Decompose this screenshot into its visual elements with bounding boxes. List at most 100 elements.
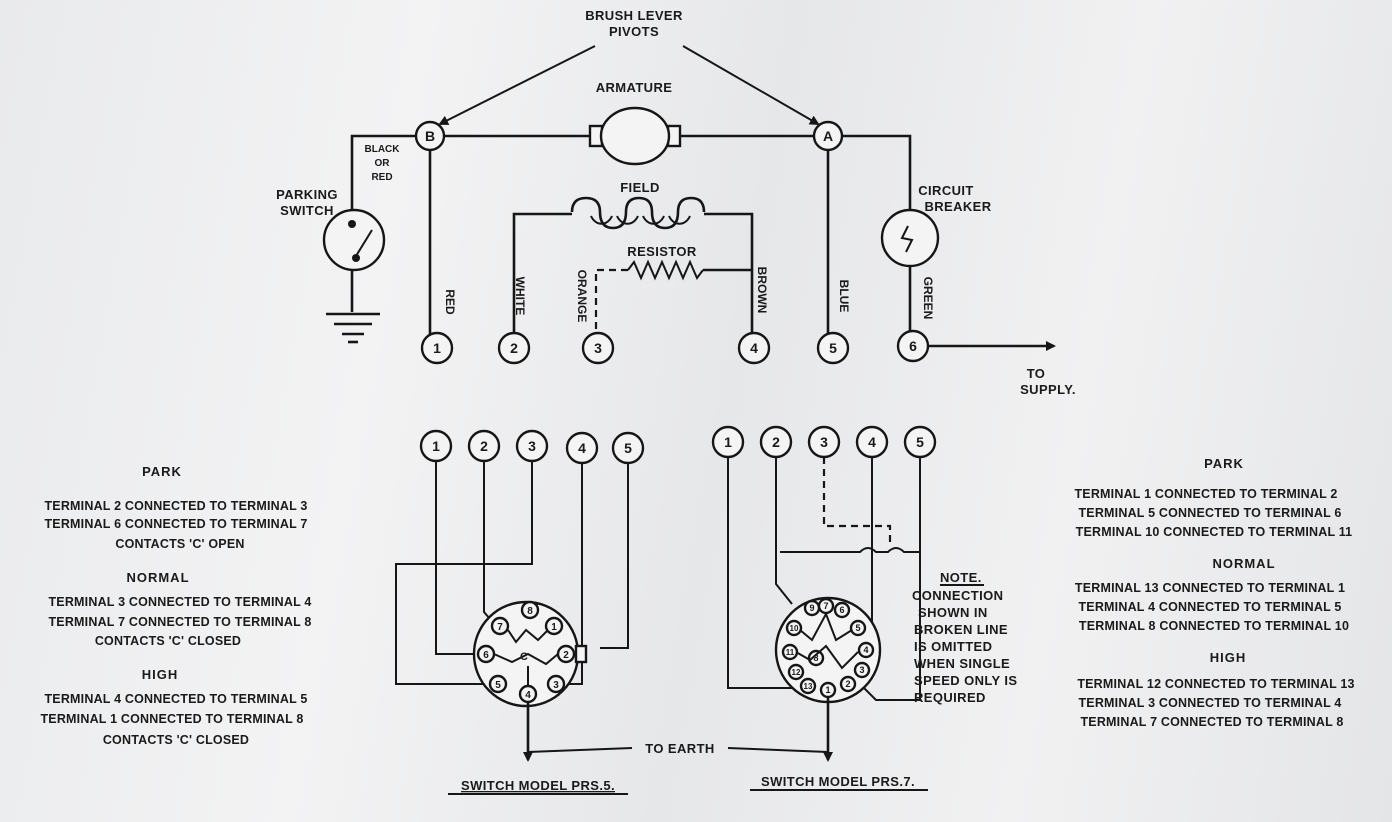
right-terminal-2: 2 <box>759 425 793 459</box>
left-normal-line-3: CONTACTS 'C' CLOSED <box>95 634 241 648</box>
right-terminal-1: 1 <box>711 425 745 459</box>
left-normal-line-2: TERMINAL 7 CONNECTED TO TERMINAL 8 <box>48 615 311 629</box>
wire-orange-dashed <box>594 268 628 338</box>
left-normal-line-1: TERMINAL 3 CONNECTED TO TERMINAL 4 <box>48 595 311 609</box>
right-pin-7: 7 <box>817 597 835 615</box>
right-pin-5: 5 <box>849 619 867 637</box>
wire-a-breaker <box>842 134 912 212</box>
parking-switch-symbol <box>322 208 386 272</box>
svg-text:6: 6 <box>909 338 917 354</box>
brown-wire-label: BROWN <box>755 267 769 314</box>
right-pin-12: 12 <box>787 663 805 681</box>
right-park-line-2: TERMINAL 5 CONNECTED TO TERMINAL 6 <box>1078 506 1341 520</box>
left-switch-terminals: 1 2 3 4 5 <box>419 429 645 465</box>
svg-text:3: 3 <box>859 665 864 675</box>
terminal-b: B <box>414 120 446 152</box>
svg-text:2: 2 <box>845 679 850 689</box>
left-connection-table: PARK TERMINAL 2 CONNECTED TO TERMINAL 3 … <box>40 464 311 747</box>
left-high-line-3: CONTACTS 'C' CLOSED <box>103 733 249 747</box>
svg-text:2: 2 <box>563 650 569 661</box>
field-label: FIELD <box>620 180 660 195</box>
top-terminal-1: 1 <box>420 331 454 365</box>
svg-text:5: 5 <box>829 340 837 356</box>
top-terminal-4: 4 <box>737 331 771 365</box>
blue-wire-label: BLUE <box>837 280 851 313</box>
svg-text:5: 5 <box>916 434 924 450</box>
right-wire-5 <box>863 457 921 701</box>
svg-text:2: 2 <box>510 340 518 356</box>
left-model-label: SWITCH MODEL PRS.5. <box>461 778 615 793</box>
svg-text:3: 3 <box>820 434 828 450</box>
svg-text:11: 11 <box>786 648 795 657</box>
right-pin-6: 6 <box>833 601 851 619</box>
svg-text:3: 3 <box>553 680 559 691</box>
svg-text:4: 4 <box>578 440 586 456</box>
resistor-label: RESISTOR <box>627 244 697 259</box>
top-terminal-6: 6 <box>896 329 930 363</box>
right-switch-terminals: 1 2 3 4 5 <box>711 425 937 459</box>
left-high-line-1: TERMINAL 4 CONNECTED TO TERMINAL 5 <box>44 692 307 706</box>
left-pin-1: 1 <box>544 616 564 636</box>
right-terminal-3: 3 <box>807 425 841 459</box>
left-contact-c: C <box>520 651 528 663</box>
svg-text:2: 2 <box>772 434 780 450</box>
svg-text:5: 5 <box>495 680 501 691</box>
switch-label: SWITCH <box>280 203 334 218</box>
left-pin-2: 2 <box>556 644 576 664</box>
circuit-breaker-symbol <box>880 208 940 268</box>
note-line-7: REQUIRED <box>914 690 986 705</box>
parking-label: PARKING <box>276 187 338 202</box>
right-terminal-5: 5 <box>903 425 937 459</box>
right-pin-8: 8 <box>807 649 825 667</box>
svg-text:3: 3 <box>528 438 536 454</box>
left-contact-block <box>574 644 588 664</box>
svg-text:13: 13 <box>804 682 813 691</box>
left-park-line-2: TERMINAL 6 CONNECTED TO TERMINAL 7 <box>44 517 307 531</box>
note-block: NOTE. CONNECTION SHOWN IN BROKEN LINE IS… <box>912 570 1017 705</box>
earth-link-left <box>527 747 633 753</box>
left-high-heading: HIGH <box>142 667 179 682</box>
svg-text:4: 4 <box>863 645 868 655</box>
left-terminal-1: 1 <box>419 429 453 463</box>
note-line-5: WHEN SINGLE <box>914 656 1010 671</box>
top-terminal-2: 2 <box>497 331 531 365</box>
svg-text:4: 4 <box>750 340 758 356</box>
left-terminal-2: 2 <box>467 429 501 463</box>
earth-link-right <box>727 747 829 753</box>
left-pin-7: 7 <box>490 616 510 636</box>
wire-white <box>512 212 572 340</box>
left-wire-2 <box>483 461 497 627</box>
svg-text:1: 1 <box>724 434 732 450</box>
green-wire-label: GREEN <box>921 277 935 320</box>
right-normal-heading: NORMAL <box>1212 556 1275 571</box>
svg-text:1: 1 <box>433 340 441 356</box>
armature-label: ARMATURE <box>596 80 673 95</box>
to-earth-label: TO EARTH <box>645 741 714 756</box>
svg-text:4: 4 <box>868 434 876 450</box>
terminal-a: A <box>812 120 844 152</box>
right-crossover-wire <box>780 547 920 553</box>
right-high-line-1: TERMINAL 12 CONNECTED TO TERMINAL 13 <box>1077 677 1354 691</box>
left-terminal-3: 3 <box>515 429 549 463</box>
right-connection-table: PARK TERMINAL 1 CONNECTED TO TERMINAL 2 … <box>1074 456 1354 729</box>
field-coil-symbol <box>570 196 706 230</box>
right-pin-1: 1 <box>819 681 837 699</box>
red-short-label: RED <box>371 172 392 183</box>
left-pin-4: 4 <box>518 684 538 704</box>
svg-text:5: 5 <box>624 440 632 456</box>
svg-text:9: 9 <box>809 603 814 613</box>
right-normal-line-2: TERMINAL 4 CONNECTED TO TERMINAL 5 <box>1078 600 1341 614</box>
svg-text:7: 7 <box>497 622 503 633</box>
right-park-line-3: TERMINAL 10 CONNECTED TO TERMINAL 11 <box>1076 525 1353 539</box>
left-internal-links-2 <box>493 652 559 666</box>
right-high-line-3: TERMINAL 7 CONNECTED TO TERMINAL 8 <box>1080 715 1343 729</box>
svg-text:6: 6 <box>839 605 844 615</box>
left-pin-6: 6 <box>476 644 496 664</box>
svg-text:A: A <box>823 128 833 144</box>
right-internal-links-2 <box>795 644 859 670</box>
pivot-arrow-b <box>438 45 596 125</box>
right-pin-3: 3 <box>853 661 871 679</box>
svg-text:10: 10 <box>790 624 799 633</box>
